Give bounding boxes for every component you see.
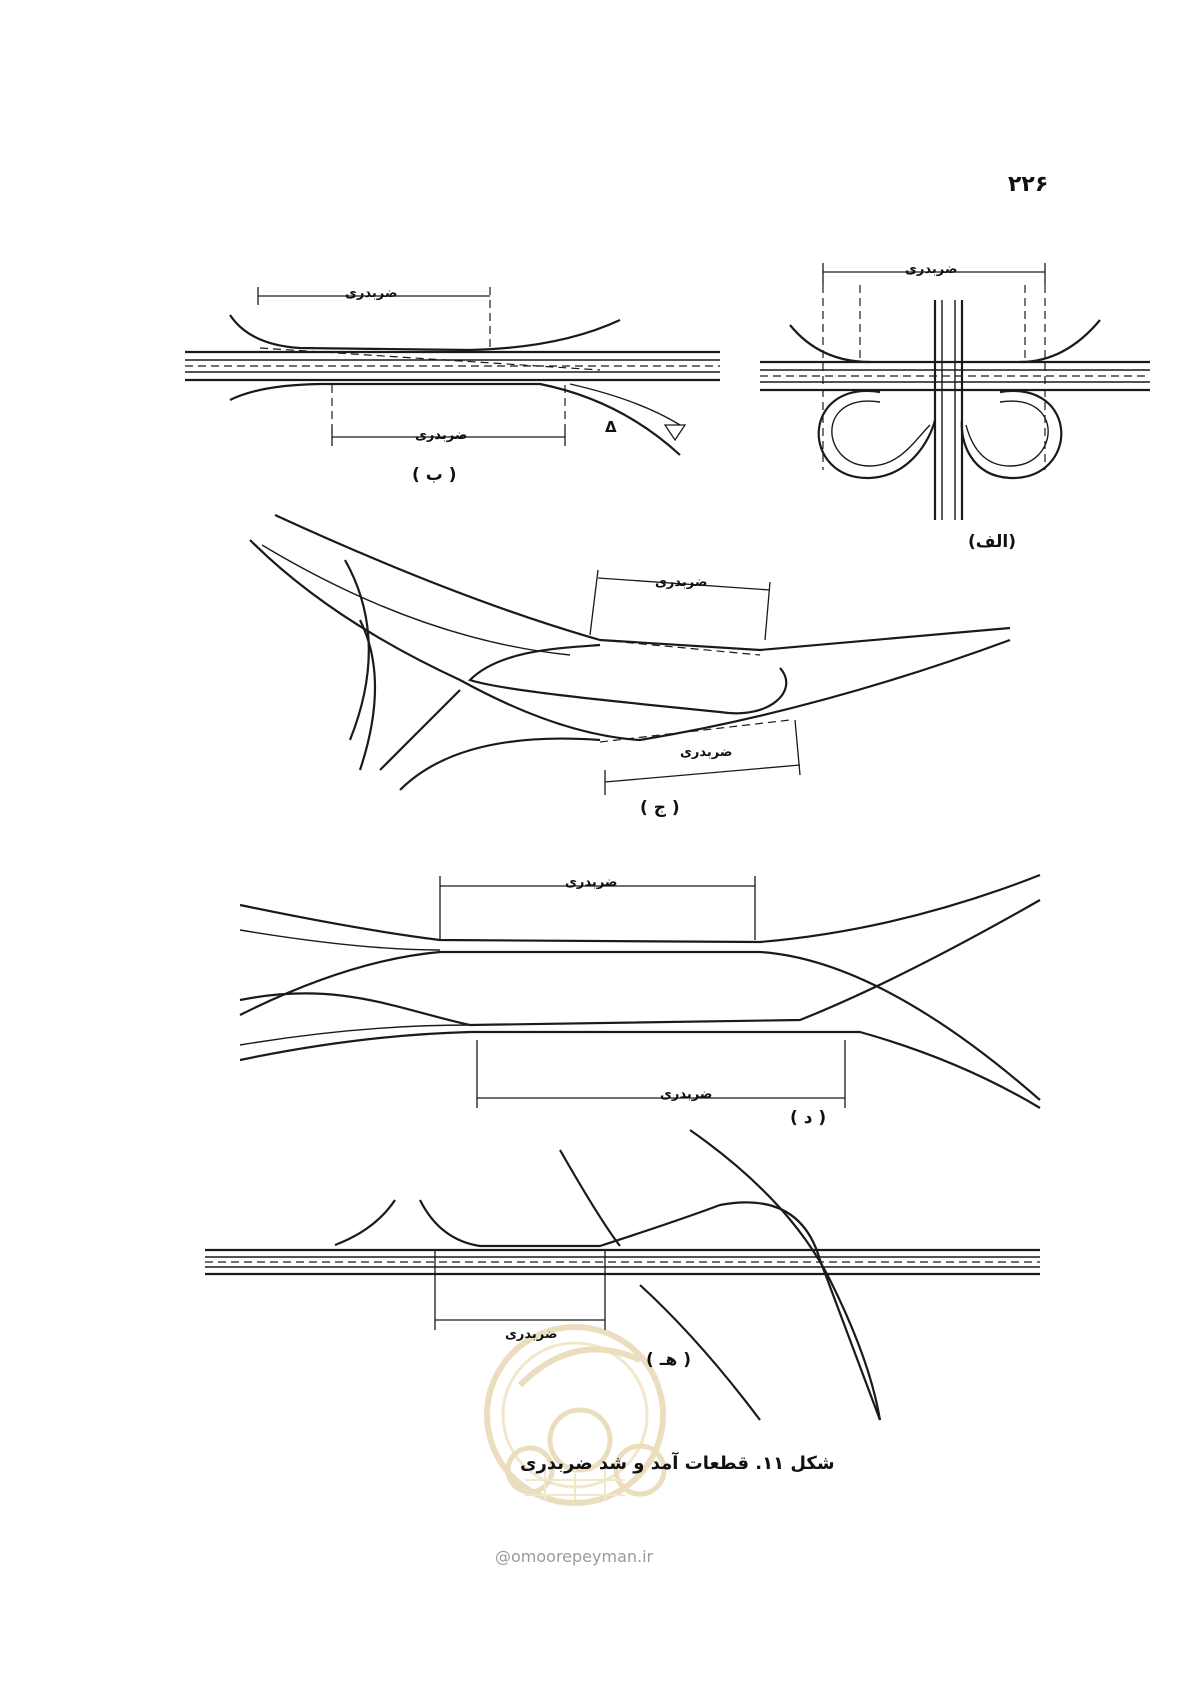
- weaving-label-he: ضربدری: [505, 1327, 558, 1342]
- panel-label-he: ( هـ ): [646, 1350, 691, 1370]
- panel-label-be: ( ب ): [412, 465, 457, 485]
- weaving-label-alef: ضربدری: [905, 262, 958, 277]
- panel-dal-drawing: [239, 873, 1041, 1109]
- weaving-label-jim-bottom: ضربدری: [680, 745, 733, 760]
- weaving-label-dal-top: ضربدری: [565, 875, 618, 890]
- weaving-label-be-top: ضربدری: [345, 286, 398, 301]
- weaving-label-dal-bottom: ضربدری: [660, 1087, 713, 1102]
- panel-jim-drawing: [249, 514, 1011, 795]
- panel-alef-drawing: [760, 263, 1150, 520]
- weaving-label-jim-top: ضربدری: [655, 575, 708, 590]
- panel-be-drawing: [185, 287, 720, 456]
- page-number: ۲۲۶: [1008, 172, 1049, 197]
- panel-label-jim: ( ج ): [640, 798, 680, 818]
- weaving-label-be-bottom: ضربدری: [415, 428, 468, 443]
- delta-symbol: Δ: [605, 418, 617, 436]
- panel-label-alef: (الف): [968, 532, 1016, 552]
- panel-he-drawing: [205, 1129, 1040, 1421]
- figure-caption: شکل ۱۱. قطعات آمد و شد ضربدری: [520, 1453, 835, 1474]
- panel-label-dal: ( د ): [790, 1108, 827, 1128]
- watermark-url: @omoorepeyman.ir: [495, 1547, 654, 1566]
